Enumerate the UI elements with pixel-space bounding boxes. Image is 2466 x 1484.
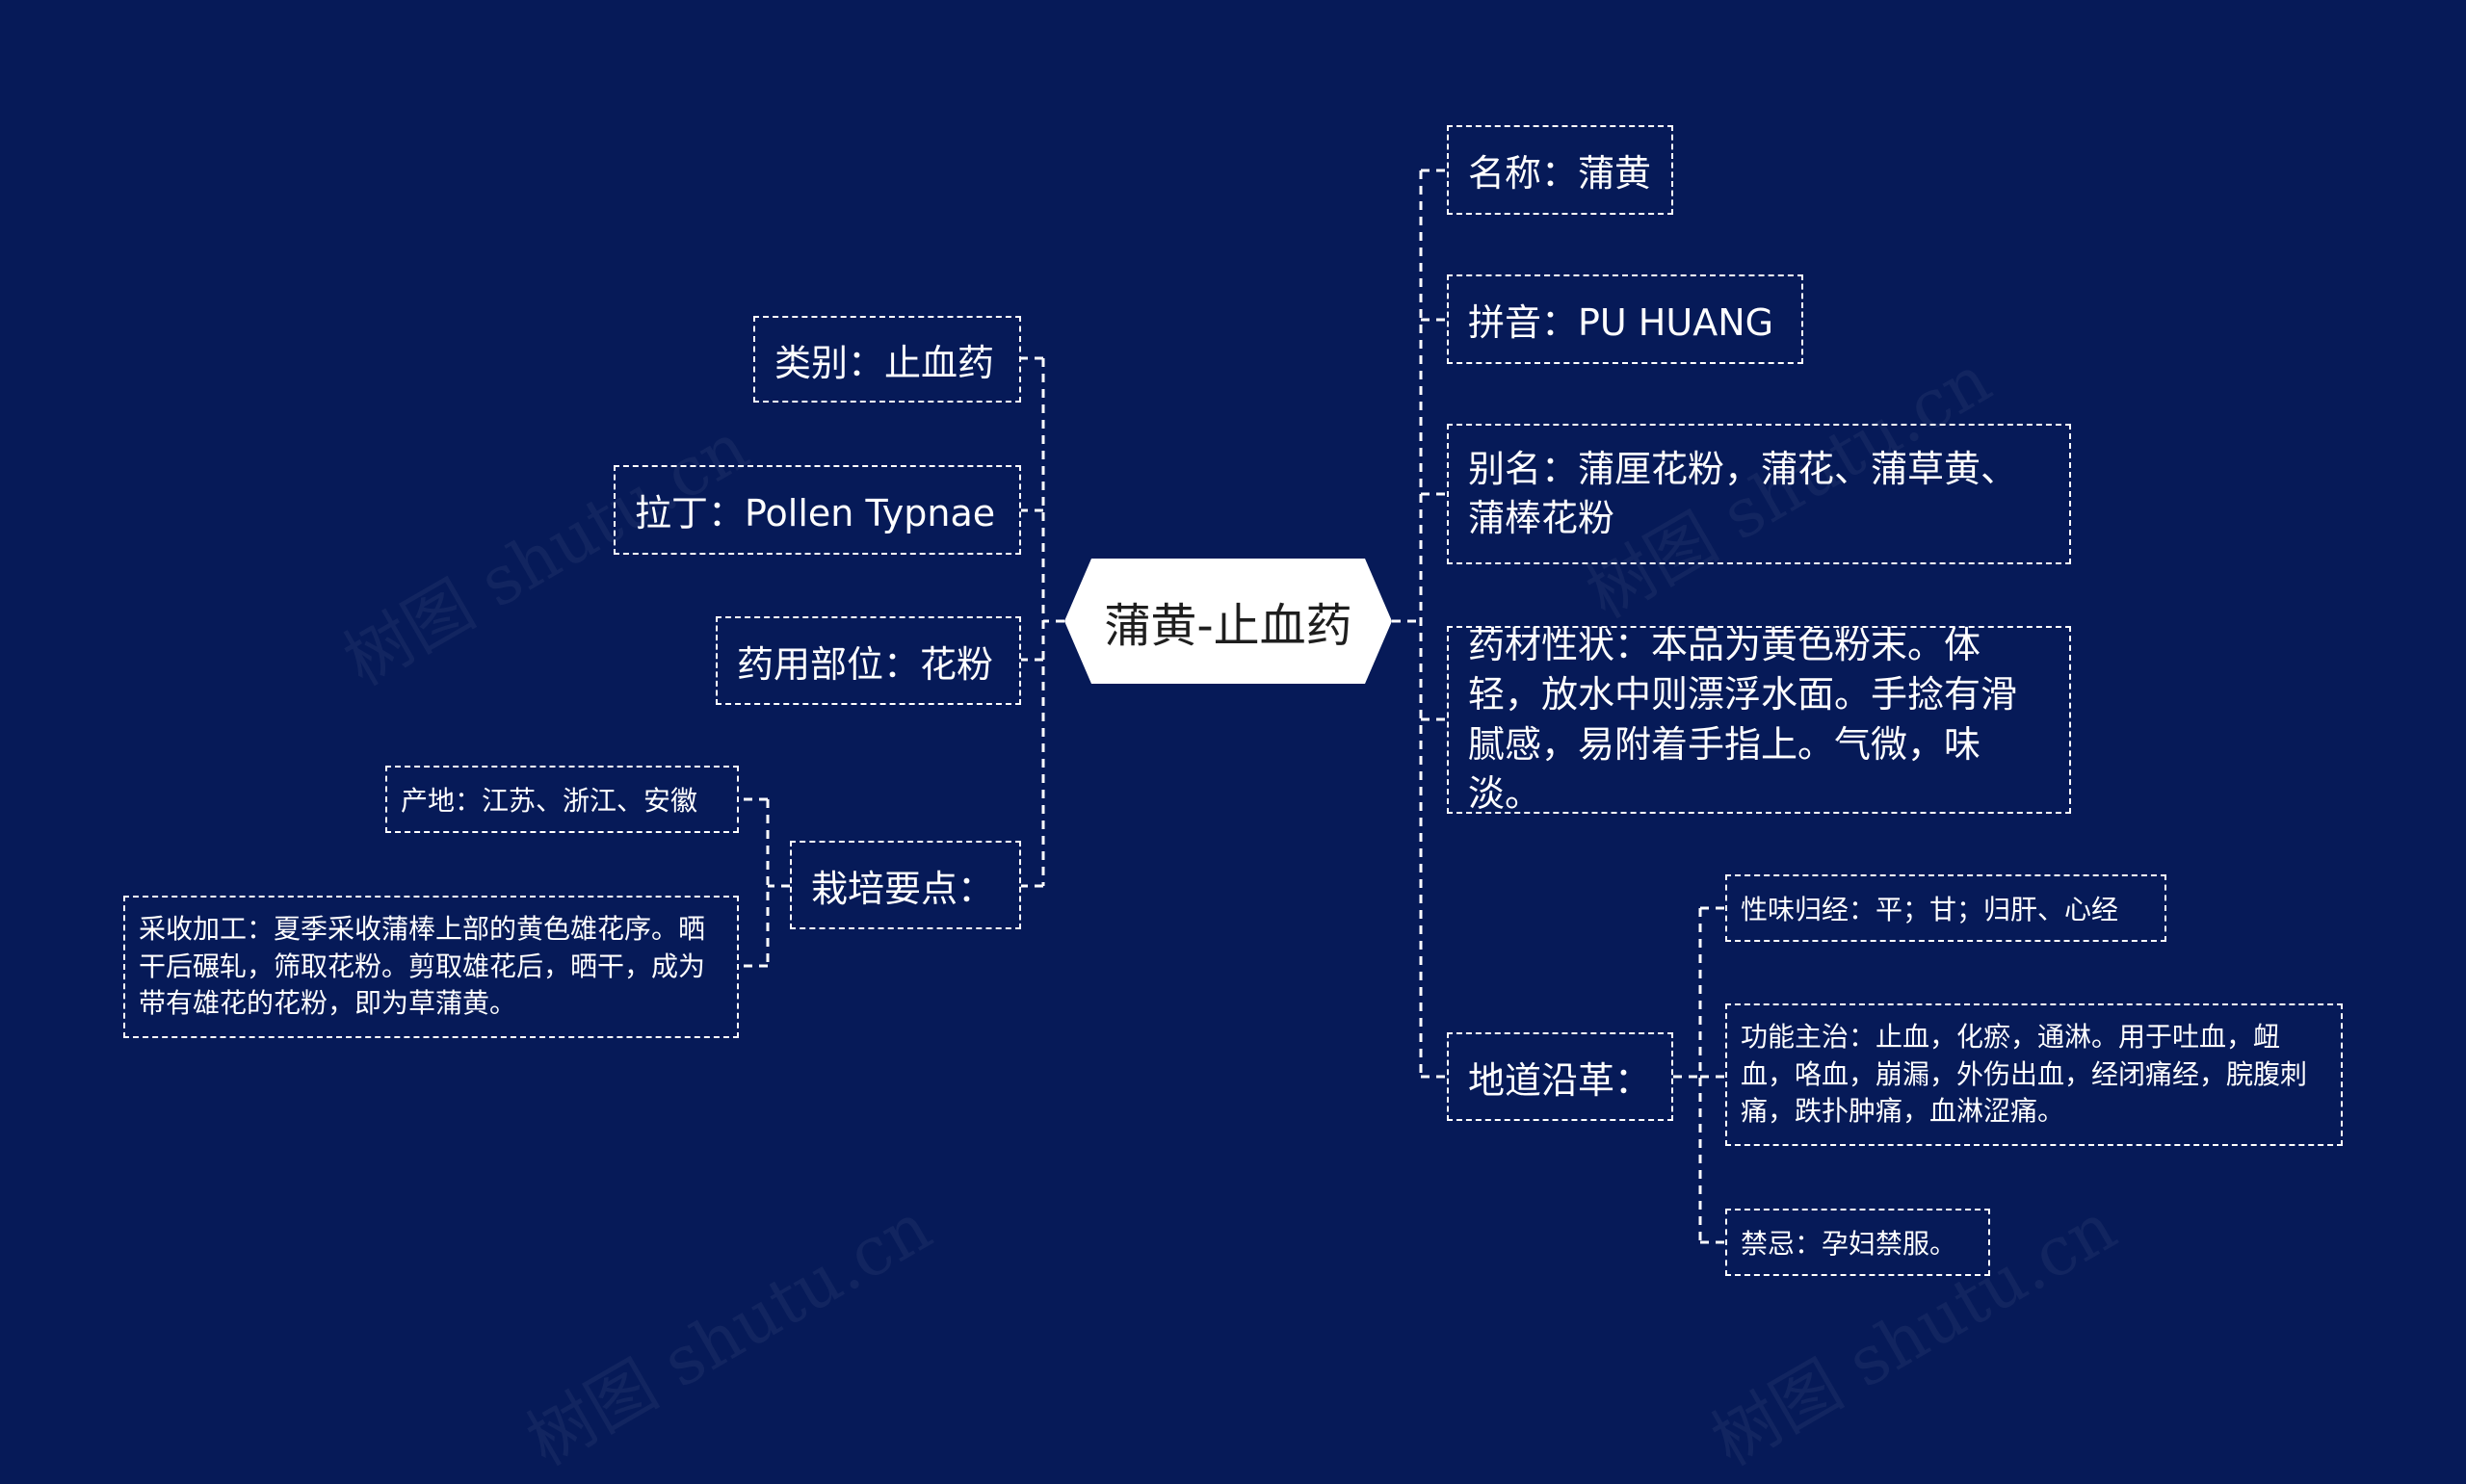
- origin-node[interactable]: 产地：江苏、浙江、安徽: [385, 766, 739, 833]
- cultivation-node[interactable]: 栽培要点：: [790, 841, 1021, 929]
- taboo-node[interactable]: 禁忌：孕妇禁服。: [1725, 1209, 1990, 1276]
- pinyin-node[interactable]: 拼音：PU HUANG: [1447, 274, 1803, 364]
- central-topic-label: 蒲黄-止血药: [1104, 599, 1352, 653]
- mindmap-canvas: 树图 shutu.cn 树图 shutu.cn 树图 shutu.cn 树图 s…: [123, 125, 2343, 1481]
- alias-node[interactable]: 别名：蒲厘花粉，蒲花、蒲草黄、蒲棒花粉: [1447, 424, 2071, 564]
- central-topic-shape: [1064, 559, 1392, 684]
- taste-node[interactable]: 性味归经：平；甘；归肝、心经: [1725, 874, 2166, 942]
- central-topic[interactable]: 蒲黄-止血药: [1064, 559, 1392, 684]
- origin-history-node[interactable]: 地道沿革：: [1447, 1032, 1673, 1121]
- latin-node[interactable]: 拉丁：Pollen Typnae: [614, 465, 1021, 555]
- connector-lines: [739, 169, 1725, 1244]
- traits-node[interactable]: 药材性状：本品为黄色粉末。体轻，放水中则漂浮水面。手捻有滑腻感，易附着手指上。气…: [1447, 624, 2071, 815]
- processing-node[interactable]: 采收加工：夏季采收蒲棒上部的黄色雄花序。晒干后碾轧，筛取花粉。剪取雄花后，晒干，…: [123, 896, 739, 1038]
- name-node[interactable]: 名称：蒲黄: [1447, 125, 1673, 215]
- part-node[interactable]: 药用部位：花粉: [716, 616, 1021, 705]
- function-node[interactable]: 功能主治：止血，化瘀，通淋。用于吐血，衄血，咯血，崩漏，外伤出血，经闭痛经，脘腹…: [1725, 1003, 2343, 1146]
- category-node[interactable]: 类别：止血药: [753, 316, 1021, 403]
